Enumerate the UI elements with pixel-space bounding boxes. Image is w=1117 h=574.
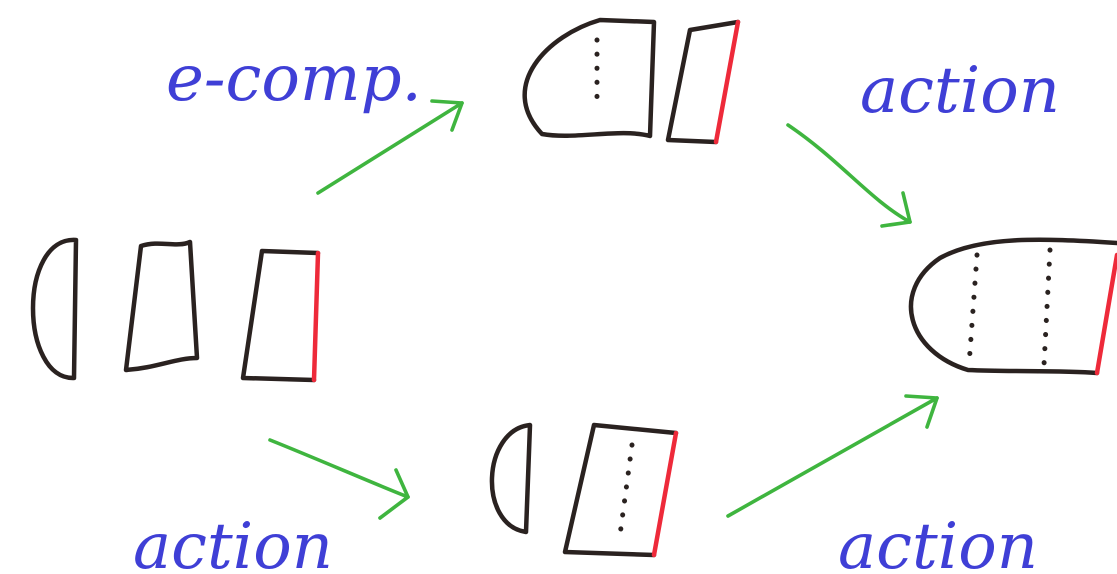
dotted-junction [969,255,977,365]
arrow-top-to-final [788,125,910,226]
red-boundary-edge [1097,255,1117,373]
label-action-bottom-right: action [838,510,1038,574]
dotted-junction [1044,250,1050,365]
label-action-top: action [860,54,1060,128]
transition-arrows [270,101,937,518]
arrow-initial-to-bottom [270,440,408,518]
arrow-bottom-to-final [728,396,937,516]
red-boundary-edge [314,253,318,380]
final-state [911,240,1117,373]
piece-cap-left [33,240,76,378]
red-boundary-edge [716,22,738,142]
piece-cap [492,425,530,532]
bottom-state [492,425,676,555]
piece-block-right [243,251,318,380]
top-state [525,20,738,142]
piece-merged-cap [525,20,654,136]
initial-state [33,240,318,380]
piece-block-middle [126,242,197,370]
red-boundary-edge [654,433,676,555]
piece-merged-all [911,240,1117,373]
label-action-bottom-left: action [133,510,333,574]
dotted-junction [620,445,632,535]
label-e-comp: e-comp. [166,42,422,116]
